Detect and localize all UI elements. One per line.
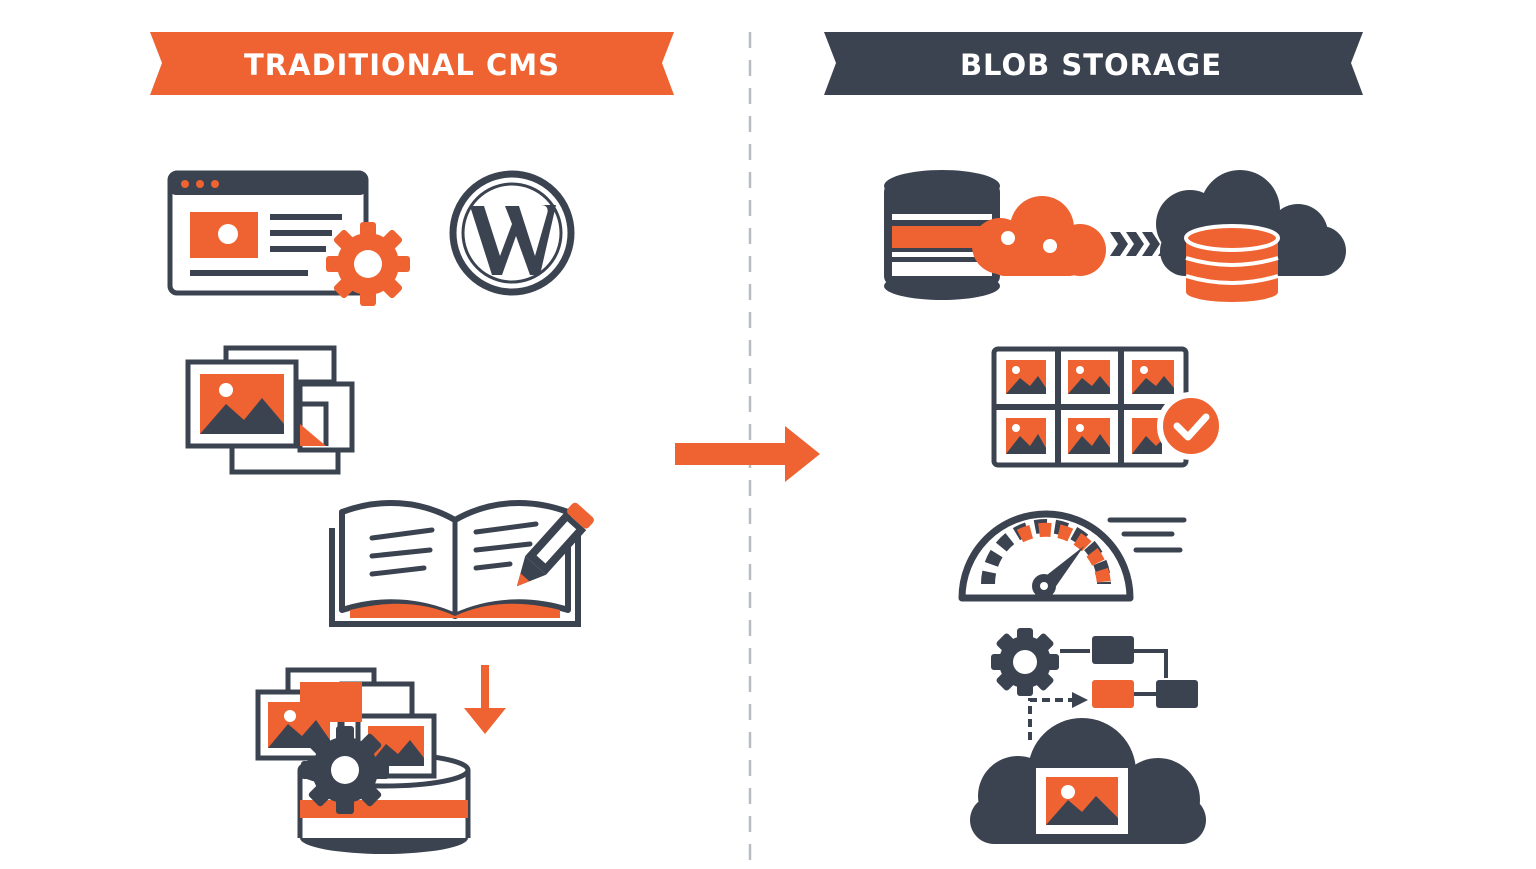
right-banner-title: BLOB STORAGE xyxy=(960,48,1222,82)
media-library-database-icon xyxy=(255,667,471,854)
right-banner: BLOB STORAGE xyxy=(824,32,1363,95)
workflow-automation-icon xyxy=(991,628,1198,740)
stacked-images-icon xyxy=(185,345,355,475)
cloud-image-icon xyxy=(970,718,1206,844)
left-banner-title: TRADITIONAL CMS xyxy=(244,48,560,82)
browser-settings-icon xyxy=(167,170,410,306)
speedometer-icon xyxy=(958,510,1187,602)
database-to-cloud-icon xyxy=(884,170,1346,302)
image-grid-check-icon xyxy=(991,346,1225,468)
book-pencil-icon xyxy=(329,500,594,627)
left-banner: TRADITIONAL CMS xyxy=(150,32,674,95)
arrow-right-icon xyxy=(675,426,820,482)
download-arrow-icon xyxy=(464,665,506,734)
wordpress-icon xyxy=(449,170,575,296)
